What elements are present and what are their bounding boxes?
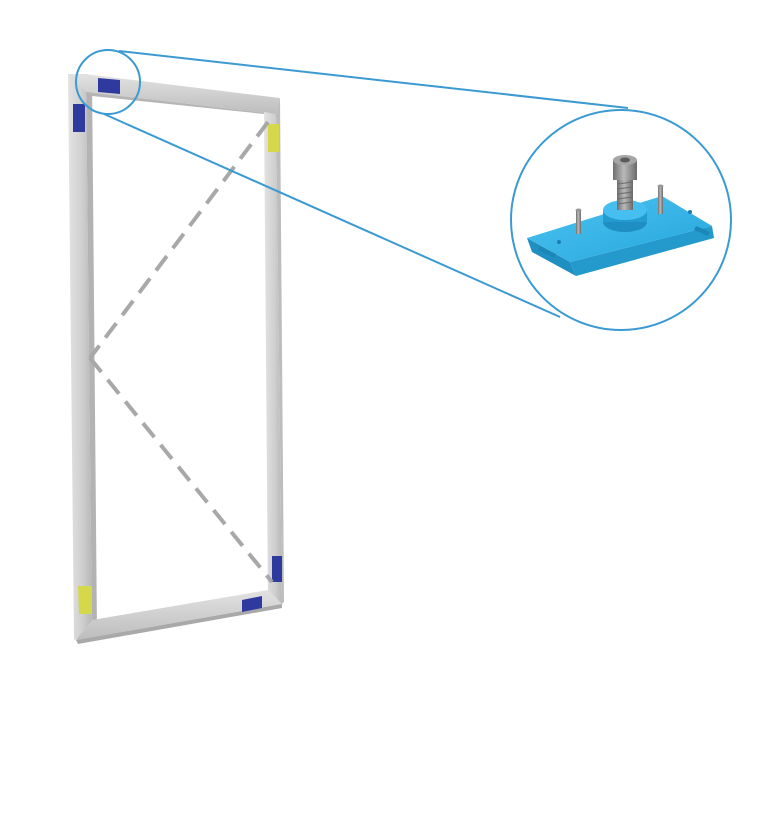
plate-hole-2 — [688, 210, 692, 214]
corner-marker-top-left-post — [73, 104, 85, 132]
pin-left-cap — [575, 208, 582, 212]
pin-right-cap — [657, 184, 664, 188]
diagonal-lower — [88, 356, 274, 584]
corner-marker-bottom-right-rail — [242, 596, 262, 612]
frame-top-rail — [68, 74, 280, 114]
bolt-thread — [616, 181, 634, 205]
corner-marker-top-left-rail — [98, 78, 120, 94]
pin-right — [658, 186, 663, 214]
bolt-socket — [620, 157, 630, 163]
diagonal-upper — [88, 120, 270, 360]
plate-long-face — [570, 226, 714, 276]
frame-top-rail-underside — [86, 92, 276, 114]
bolt-head — [613, 160, 637, 180]
frame-group — [68, 74, 284, 644]
callout-line-bottom — [103, 113, 561, 318]
plate-hole-1 — [557, 240, 561, 244]
corner-marker-bottom-left-post — [78, 586, 92, 614]
pin-left — [576, 210, 581, 234]
corner-connector-part-icon — [527, 155, 714, 276]
plate-groove-left — [538, 246, 556, 258]
corner-marker-bottom-right-post — [272, 556, 282, 582]
corner-marker-top-right-post — [268, 124, 279, 152]
plate-groove-right — [694, 226, 710, 236]
callout-line-top — [118, 50, 629, 109]
frame-left-post — [68, 74, 92, 640]
frame-bottom-rail-face — [76, 604, 282, 644]
frame-bottom-rail — [76, 590, 282, 640]
callout-source-circle — [75, 49, 141, 115]
frame-right-post-side — [276, 98, 284, 604]
frame-right-post — [264, 112, 282, 606]
